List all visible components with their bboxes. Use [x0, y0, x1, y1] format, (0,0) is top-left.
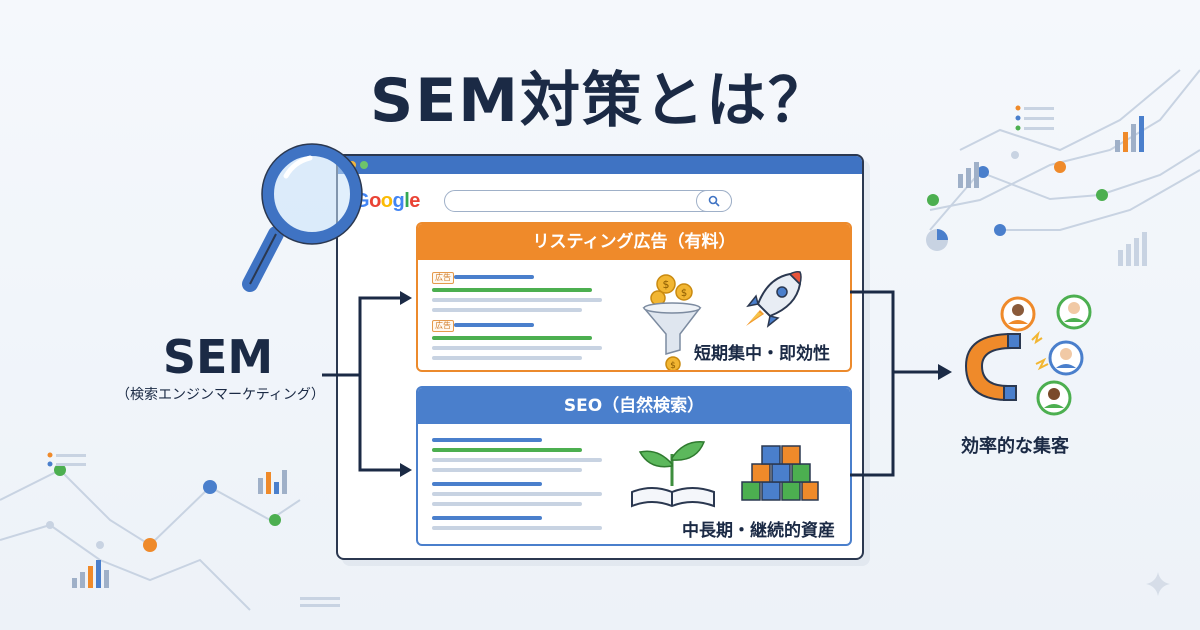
- svg-text:$: $: [670, 361, 676, 371]
- svg-text:$: $: [663, 278, 670, 291]
- magnifier-icon: [242, 143, 363, 292]
- result-url-line: [432, 288, 592, 292]
- result-text-line: [432, 492, 602, 496]
- result-text-line: [432, 308, 582, 312]
- result-text-line: [432, 502, 582, 506]
- legend-lines-decoration: [47, 105, 1054, 607]
- funnel-coins-icon: $ $ $: [642, 274, 702, 371]
- ad-tag: 広告: [432, 272, 454, 284]
- rocket-icon: [746, 271, 802, 328]
- browser-titlebar: [338, 156, 862, 174]
- search-input[interactable]: [444, 190, 732, 212]
- result-title-line: [432, 482, 542, 486]
- blocks-icon: [741, 445, 819, 501]
- listing-caption: 短期集中・即効性: [694, 344, 830, 364]
- logo-letter: g: [392, 190, 405, 212]
- result-url-line: [432, 448, 582, 452]
- sprout-book-icon: [631, 441, 715, 508]
- person-avatar-icon: [1048, 340, 1084, 376]
- result-title-line: [432, 516, 542, 520]
- magnet-people-icon: [964, 294, 1092, 416]
- chart-dots-left: [46, 464, 281, 552]
- sparkle-icon: [1146, 572, 1170, 596]
- search-button[interactable]: [696, 190, 732, 212]
- search-icon: [708, 195, 720, 207]
- seo-caption: 中長期・継続的資産: [682, 521, 835, 541]
- sem-label: SEM: [162, 330, 274, 384]
- result-text-line: [432, 468, 582, 472]
- browser-window: Google リスティング広告（有料） 広告 広告 $ $: [336, 154, 864, 560]
- ad-tag: 広告: [432, 320, 454, 332]
- logo-letter: o: [380, 190, 393, 212]
- person-avatar-icon: [1056, 294, 1092, 330]
- window-dot-icon: [360, 161, 368, 169]
- result-title-line: [454, 323, 534, 327]
- sem-sublabel: （検索エンジンマーケティング）: [116, 387, 325, 403]
- svg-text:$: $: [681, 288, 687, 299]
- listing-ads-panel: リスティング広告（有料） 広告 広告 $ $ $: [416, 222, 852, 372]
- logo-letter: o: [369, 190, 381, 212]
- seo-panel: SEO（自然検索） 中長期・継続的資産: [416, 386, 852, 546]
- result-title-line: [432, 438, 542, 442]
- chart-dots-right: [927, 151, 1108, 236]
- result-url-line: [432, 336, 592, 340]
- person-avatar-icon: [1000, 296, 1036, 332]
- pie-icon: [926, 229, 948, 251]
- result-text-line: [432, 356, 582, 360]
- mini-bar-chart-right: [958, 116, 1147, 266]
- result-title-line: [454, 275, 534, 279]
- logo-letter: e: [409, 190, 420, 212]
- page-title: SEM対策とは？: [370, 66, 830, 136]
- seo-title: SEO（自然検索）: [418, 388, 850, 424]
- result-text-line: [432, 298, 602, 302]
- result-text-line: [432, 346, 602, 350]
- result-label: 効率的な集客: [961, 436, 1069, 457]
- result-text-line: [432, 526, 602, 530]
- logo-letter: l: [404, 190, 410, 212]
- result-text-line: [432, 458, 602, 462]
- listing-ads-title: リスティング広告（有料）: [418, 224, 850, 260]
- mini-bar-chart-left: [258, 470, 287, 494]
- person-avatar-icon: [1036, 380, 1072, 416]
- mini-bar-chart-left-bottom: [72, 560, 109, 588]
